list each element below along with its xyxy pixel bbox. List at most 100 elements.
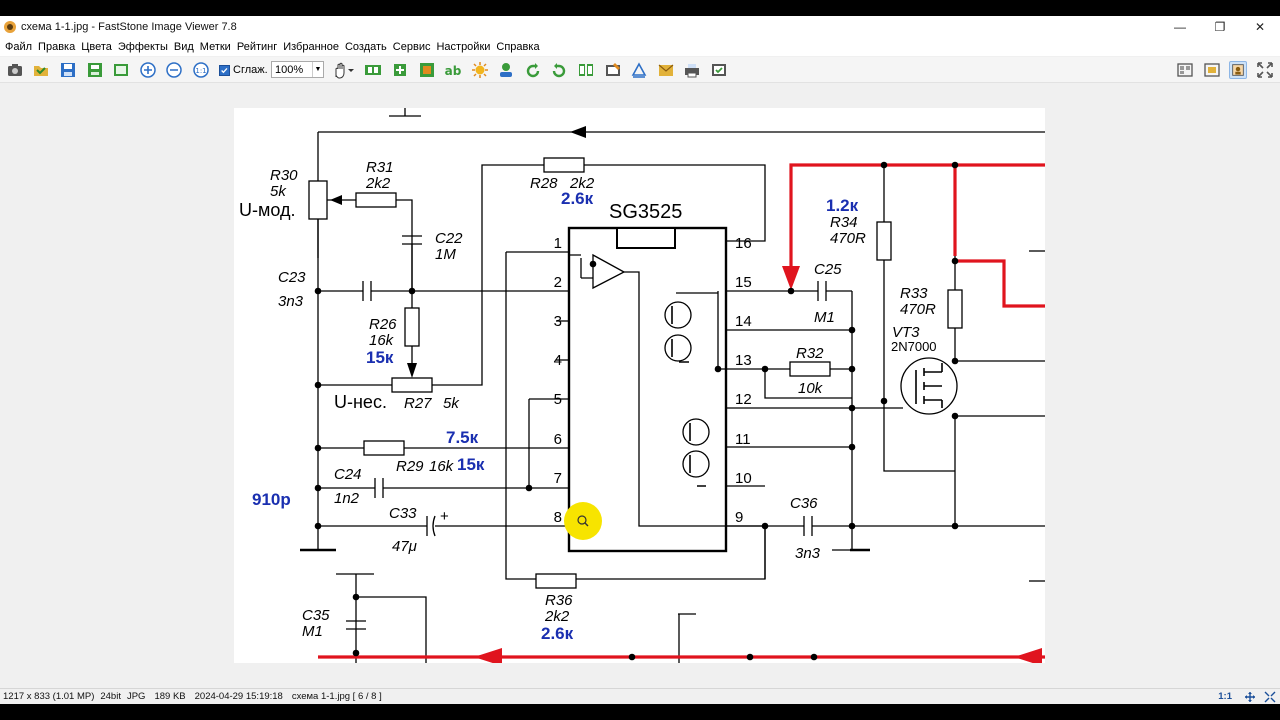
label-r30: R30 bbox=[270, 167, 298, 184]
pin-5: 5 bbox=[554, 391, 562, 408]
menu-bar: Файл Правка Цвета Эффекты Вид Метки Рейт… bbox=[0, 38, 1280, 56]
status-datetime: 2024-04-29 15:19:18 bbox=[194, 691, 283, 702]
label-r34-value: 470R bbox=[830, 230, 866, 247]
magnifier-icon bbox=[577, 515, 587, 525]
menu-create[interactable]: Создать bbox=[344, 41, 387, 53]
settings-icon[interactable] bbox=[710, 61, 728, 79]
brightness-icon[interactable] bbox=[471, 61, 489, 79]
open-folder-icon[interactable] bbox=[32, 61, 50, 79]
image-viewport[interactable]: SG3525 1 2 3 4 5 6 7 8 16 15 14 bbox=[0, 83, 1280, 688]
label-c35-value: M1 bbox=[302, 623, 323, 640]
windowed-mode-icon[interactable] bbox=[1203, 61, 1221, 79]
export-icon[interactable] bbox=[112, 61, 130, 79]
zoom-out-icon[interactable] bbox=[165, 61, 183, 79]
label-r30-value: 5k bbox=[270, 183, 287, 200]
close-button[interactable]: ✕ bbox=[1254, 20, 1266, 34]
color-icon[interactable] bbox=[497, 61, 515, 79]
menu-colors[interactable]: Цвета bbox=[81, 41, 112, 53]
chevron-down-icon[interactable]: ▼ bbox=[312, 62, 323, 77]
label-c22-value: 1M bbox=[435, 246, 456, 263]
label-c36-value: 3n3 bbox=[795, 545, 821, 562]
rotate-right-icon[interactable] bbox=[550, 61, 568, 79]
save-as-icon[interactable] bbox=[86, 61, 104, 79]
browser-mode-icon[interactable] bbox=[1176, 61, 1194, 79]
label-r34: R34 bbox=[830, 214, 858, 231]
label-u-nes: U-нес. bbox=[334, 392, 387, 412]
note-15k-a: 15к bbox=[366, 348, 394, 367]
print-icon[interactable] bbox=[683, 61, 701, 79]
zoom-select[interactable]: 100% ▼ bbox=[271, 61, 324, 78]
compare-icon[interactable] bbox=[577, 61, 595, 79]
label-r29: R29 bbox=[396, 458, 424, 475]
label-r31-value: 2k2 bbox=[365, 175, 391, 192]
fit-window-icon[interactable] bbox=[1244, 691, 1256, 703]
text-icon[interactable]: ab bbox=[444, 61, 462, 79]
crop-icon[interactable] bbox=[391, 61, 409, 79]
label-r36: R36 bbox=[545, 592, 573, 609]
fullscreen-mode-icon[interactable] bbox=[1229, 61, 1247, 79]
pin-7: 7 bbox=[554, 470, 562, 487]
pin-15: 15 bbox=[735, 274, 752, 291]
camera-icon[interactable] bbox=[6, 61, 24, 79]
label-c24-value: 1n2 bbox=[334, 490, 360, 507]
pin-3: 3 bbox=[554, 313, 562, 330]
menu-tags[interactable]: Метки bbox=[199, 41, 231, 53]
smooth-checkbox[interactable] bbox=[219, 64, 230, 76]
label-c24: C24 bbox=[334, 466, 362, 483]
note-15k-b: 15к bbox=[457, 455, 485, 474]
pin-11: 11 bbox=[735, 431, 751, 448]
note-910p: 910p bbox=[252, 490, 291, 509]
status-ratio[interactable]: 1:1 bbox=[1218, 691, 1232, 702]
save-icon[interactable] bbox=[59, 61, 77, 79]
full-screen-icon[interactable] bbox=[1264, 691, 1276, 703]
zoom-in-icon[interactable] bbox=[139, 61, 157, 79]
label-c23: C23 bbox=[278, 269, 306, 286]
maximize-button[interactable]: ❐ bbox=[1214, 20, 1226, 34]
menu-effects[interactable]: Эффекты bbox=[117, 41, 168, 53]
pin-1: 1 bbox=[554, 235, 562, 252]
smooth-toggle[interactable]: Сглаж. bbox=[219, 62, 268, 78]
minimize-button[interactable]: — bbox=[1174, 20, 1186, 34]
hand-pan-icon[interactable] bbox=[331, 61, 349, 79]
label-c23-value: 3n3 bbox=[278, 293, 304, 310]
email-icon[interactable] bbox=[657, 61, 675, 79]
pin-10: 10 bbox=[735, 470, 752, 487]
hand-dropdown-icon[interactable] bbox=[346, 61, 356, 79]
zoom-value: 100% bbox=[275, 63, 304, 76]
fit-icon[interactable] bbox=[1256, 61, 1274, 79]
label-c33-value: 47μ bbox=[392, 538, 417, 555]
label-c22: C22 bbox=[435, 230, 463, 247]
label-vt3-part: 2N7000 bbox=[891, 339, 937, 354]
menu-help[interactable]: Справка bbox=[496, 41, 540, 53]
menu-edit[interactable]: Правка bbox=[38, 41, 76, 53]
label-r27-value: 5k bbox=[443, 395, 460, 412]
label-vt3: VT3 bbox=[892, 324, 920, 341]
menu-view[interactable]: Вид bbox=[173, 41, 194, 53]
filmstrip-icon[interactable] bbox=[364, 61, 382, 79]
menu-tools[interactable]: Сервис bbox=[392, 41, 431, 53]
rotate-left-icon[interactable] bbox=[524, 61, 542, 79]
menu-file[interactable]: Файл bbox=[5, 41, 33, 53]
pin-8: 8 bbox=[554, 509, 562, 526]
pin-6: 6 bbox=[554, 431, 562, 448]
status-bitdepth: 24bit bbox=[100, 691, 121, 702]
actual-size-icon[interactable]: 1:1 bbox=[192, 61, 210, 79]
copy-icon[interactable] bbox=[630, 61, 648, 79]
title-bar: схема 1-1.jpg - FastStone Image Viewer 7… bbox=[0, 16, 1280, 38]
menu-rating[interactable]: Рейтинг bbox=[236, 41, 278, 53]
window-title: схема 1-1.jpg - FastStone Image Viewer 7… bbox=[21, 21, 237, 33]
schematic-image[interactable]: SG3525 1 2 3 4 5 6 7 8 16 15 14 bbox=[234, 108, 1045, 663]
label-c36: C36 bbox=[790, 495, 818, 512]
pin-13: 13 bbox=[735, 352, 752, 369]
menu-settings[interactable]: Настройки bbox=[436, 41, 491, 53]
resize-icon[interactable] bbox=[418, 61, 436, 79]
pin-16: 16 bbox=[735, 235, 752, 252]
draw-icon[interactable] bbox=[604, 61, 622, 79]
label-r33-value: 470R bbox=[900, 301, 936, 318]
circuit-schematic: SG3525 1 2 3 4 5 6 7 8 16 15 14 bbox=[239, 108, 1045, 663]
app-logo-icon bbox=[4, 21, 16, 33]
pin-12: 12 bbox=[735, 391, 752, 408]
smooth-label: Сглаж. bbox=[233, 64, 268, 76]
menu-favorites[interactable]: Избранное bbox=[283, 41, 339, 53]
label-r26: R26 bbox=[369, 316, 397, 333]
